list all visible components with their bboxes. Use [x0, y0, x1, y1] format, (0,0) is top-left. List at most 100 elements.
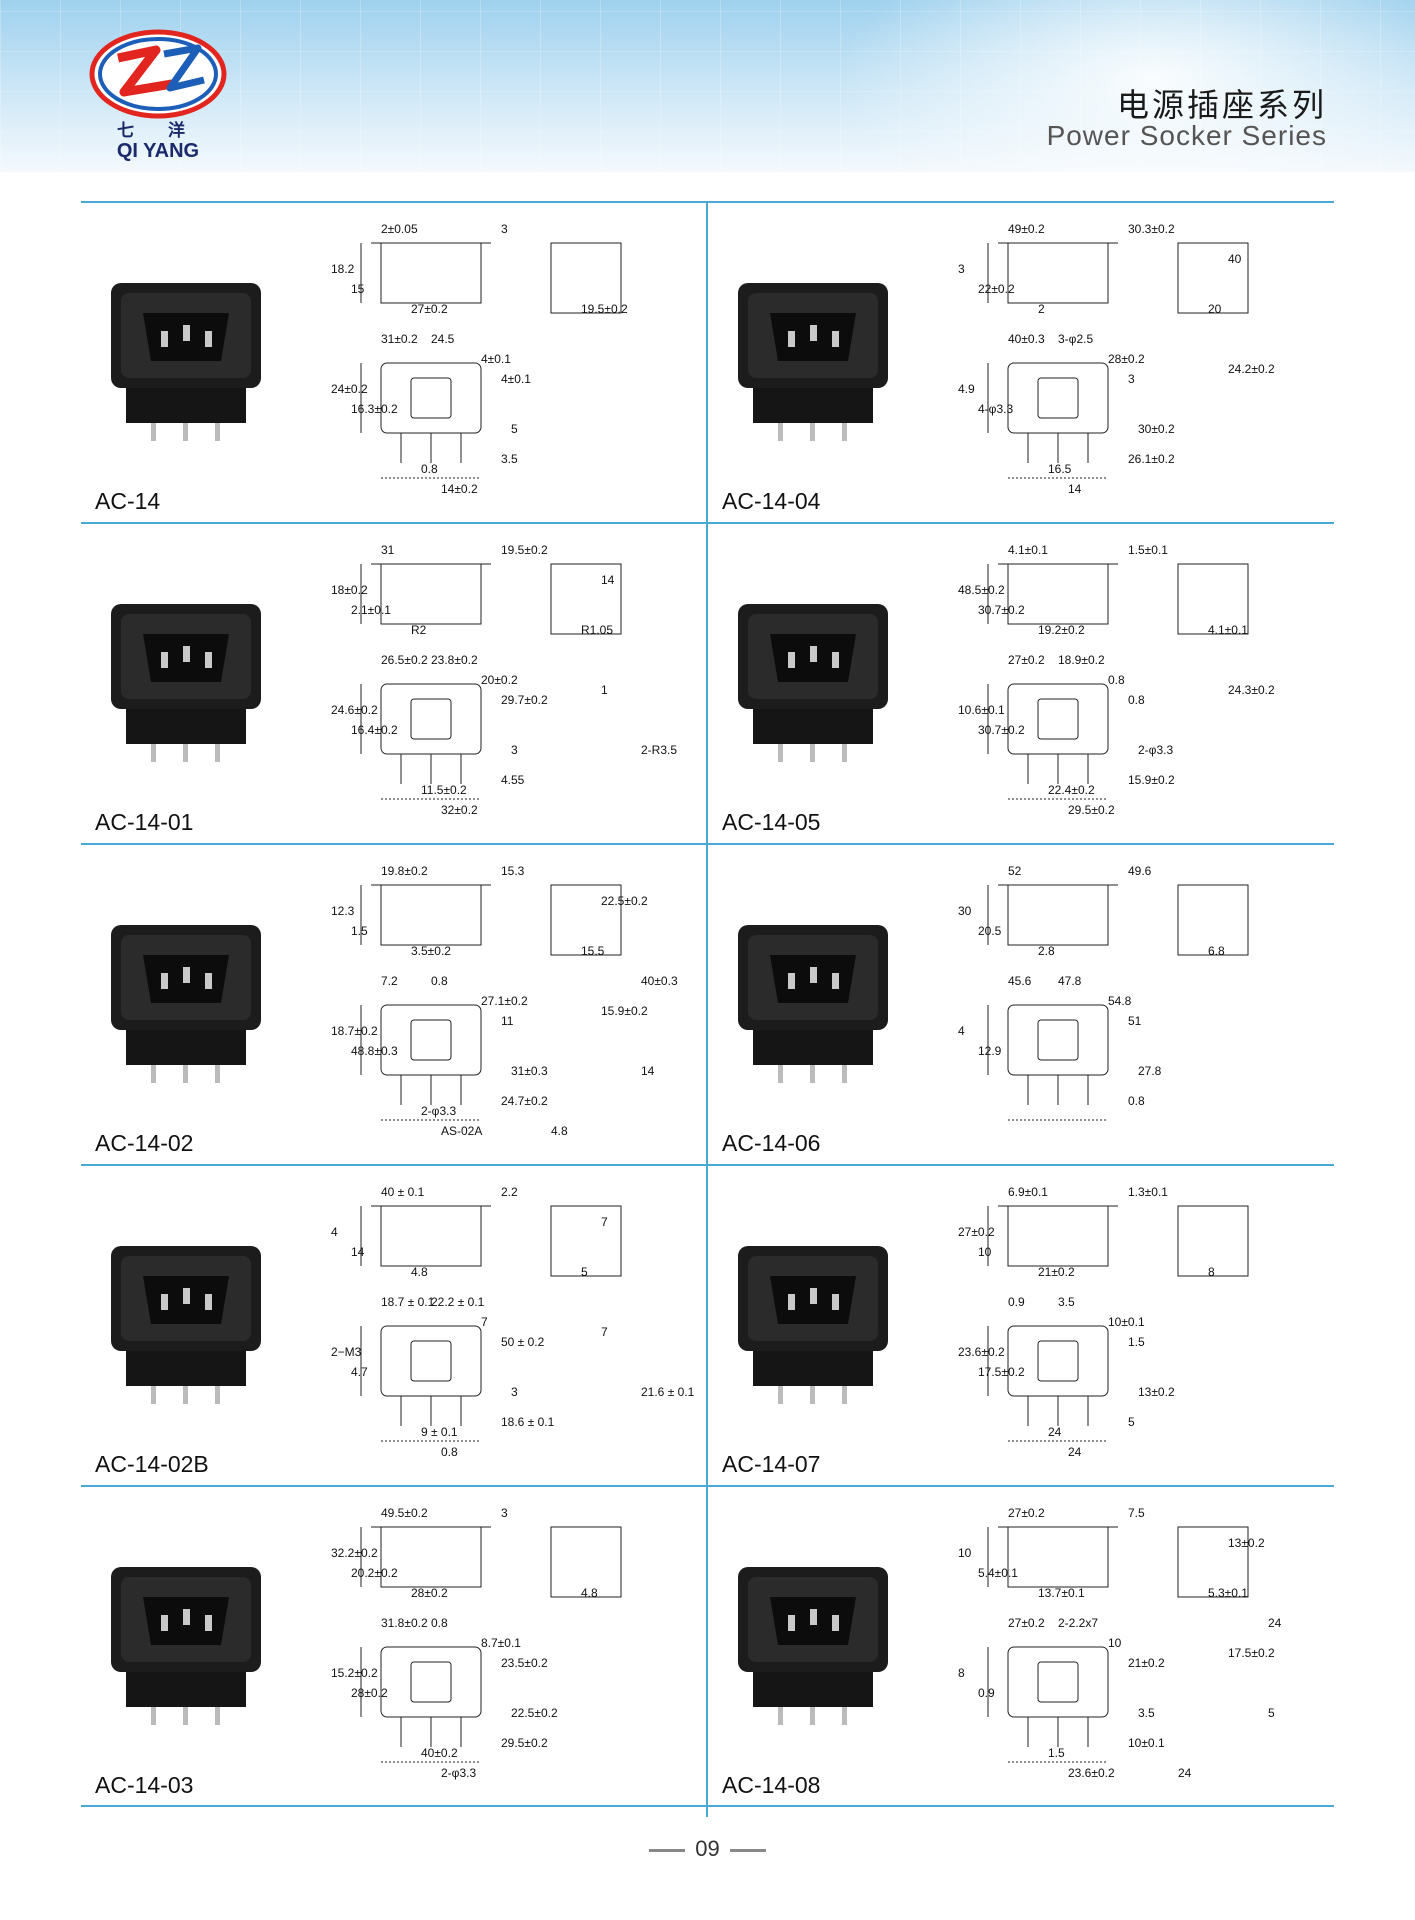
dimension-label: 17.5±0.2 [978, 1365, 1025, 1379]
dimension-label: 32.2±0.2 [331, 1546, 378, 1560]
dimension-label: 5 [581, 1265, 588, 1279]
banner-glow [835, 0, 1415, 172]
dimension-label: 3.5 [501, 452, 518, 466]
dimension-label: 5.3±0.1 [1208, 1586, 1248, 1600]
dimension-label: 19.8±0.2 [381, 864, 428, 878]
dimension-label: 45.6 [1008, 974, 1032, 988]
dimension-label: 0.8 [441, 1445, 458, 1459]
dimension-label: 14 [351, 1245, 365, 1259]
socket-photo [738, 1246, 888, 1404]
dimension-label: 16.4±0.2 [351, 723, 398, 737]
dimension-label: 19.5±0.2 [581, 302, 628, 316]
dimension-label: 3 [501, 222, 508, 236]
dimension-label: 2-2.2x7 [1058, 1616, 1098, 1630]
dimension-label: 14±0.2 [441, 482, 478, 496]
dimension-label: 52 [1008, 864, 1022, 878]
dimension-label: 16.5 [1048, 462, 1072, 476]
dimension-label: 0.9 [1008, 1295, 1025, 1309]
dimension-label: 7.2 [381, 974, 398, 988]
dimension-label: 16.3±0.2 [351, 402, 398, 416]
brand-chinese-name: 七 洋 [117, 121, 199, 141]
dimension-label: 3-φ2.5 [1058, 332, 1093, 346]
dimension-label: 31 [381, 543, 395, 557]
dimension-label: 10±0.1 [1108, 1315, 1145, 1329]
dimension-label: 4.55 [501, 773, 525, 787]
model-number: AC-14-02B [95, 1451, 209, 1477]
dimension-label: 21±0.2 [1128, 1656, 1165, 1670]
dimension-label: 5 [1128, 1415, 1135, 1429]
dimension-label: 0.8 [1108, 673, 1125, 687]
page-number: 09 [695, 1836, 720, 1861]
socket-photo [738, 283, 888, 441]
series-title-chinese: 电源插座系列 [1116, 86, 1327, 124]
dimension-label: 0.8 [431, 1616, 448, 1630]
dimension-label: 18.9±0.2 [1058, 653, 1105, 667]
dimension-label: 27±0.2 [1008, 1506, 1045, 1520]
dimension-label: 30±0.2 [1138, 422, 1175, 436]
dimension-label: 1.5±0.1 [1128, 543, 1168, 557]
dimension-label: 2-R3.5 [641, 743, 677, 757]
dimension-label: 19.5±0.2 [501, 543, 548, 557]
dimension-label: 4 [331, 1225, 338, 1239]
dimension-label: 31±0.2 [381, 332, 418, 346]
dimension-label: 27.8 [1138, 1064, 1162, 1078]
dimension-label: 0.8 [1128, 1094, 1145, 1108]
dimension-label: 0.9 [978, 1686, 995, 1700]
dimension-label: 29.5±0.2 [501, 1736, 548, 1750]
dimension-label: 7 [601, 1325, 608, 1339]
dimension-label: 15.5 [581, 944, 605, 958]
model-number: AC-14-01 [95, 809, 194, 835]
dimension-drawing [987, 242, 1249, 479]
dimension-label: 27.1±0.2 [481, 994, 528, 1008]
footer-dash [649, 1848, 686, 1852]
dimension-drawing [987, 1526, 1249, 1763]
grid-divider [706, 201, 708, 1817]
dimension-label: 13±0.2 [1228, 1536, 1265, 1550]
model-number: AC-14-08 [722, 1772, 821, 1798]
dimension-label: 30.7±0.2 [978, 723, 1025, 737]
dimension-label: 20.2±0.2 [351, 1566, 398, 1580]
dimension-label: 18.2 [331, 262, 355, 276]
dimension-label: 2 [1038, 302, 1045, 316]
dimension-label: 30 [958, 904, 972, 918]
dimension-label: 3 [958, 262, 965, 276]
dimension-label: 28±0.2 [1108, 352, 1145, 366]
socket-photo [738, 925, 888, 1083]
dimension-label: 0.8 [421, 462, 438, 476]
dimension-label: 21.6 ± 0.1 [641, 1385, 695, 1399]
dimension-label: 23.8±0.2 [431, 653, 478, 667]
dimension-label: 15.3 [501, 864, 525, 878]
dimension-label: 2.2 [501, 1185, 518, 1199]
dimension-label: 1.3±0.1 [1128, 1185, 1168, 1199]
dimension-label: 7 [481, 1315, 488, 1329]
dimension-label: 6.8 [1208, 944, 1225, 958]
dimension-label: 15.9±0.2 [1128, 773, 1175, 787]
dimension-label: 2-φ3.3 [1138, 743, 1173, 757]
dimension-label: 18.7 ± 0.1 [381, 1295, 435, 1309]
dimension-label: 10 [978, 1245, 992, 1259]
dimension-label: 28±0.2 [411, 1586, 448, 1600]
dimension-label: 30.7±0.2 [978, 603, 1025, 617]
model-number: AC-14-07 [722, 1451, 821, 1477]
dimension-drawing [360, 1526, 622, 1763]
dimension-label: 47.8 [1058, 974, 1082, 988]
dimension-label: 10 [958, 1546, 972, 1560]
dimension-label: 4±0.1 [501, 372, 531, 386]
dimension-label: 1.5 [1128, 1335, 1145, 1349]
model-number: AC-14-04 [722, 488, 821, 514]
model-number: AC-14-03 [95, 1772, 194, 1798]
dimension-label: 4.9 [958, 382, 975, 396]
dimension-label: 27±0.2 [1008, 653, 1045, 667]
dimension-drawing [360, 242, 622, 479]
dimension-label: 2.8 [1038, 944, 1055, 958]
dimension-label: 13±0.2 [1138, 1385, 1175, 1399]
dimension-label: 10±0.1 [1128, 1736, 1165, 1750]
dimension-label: 7.5 [1128, 1506, 1145, 1520]
